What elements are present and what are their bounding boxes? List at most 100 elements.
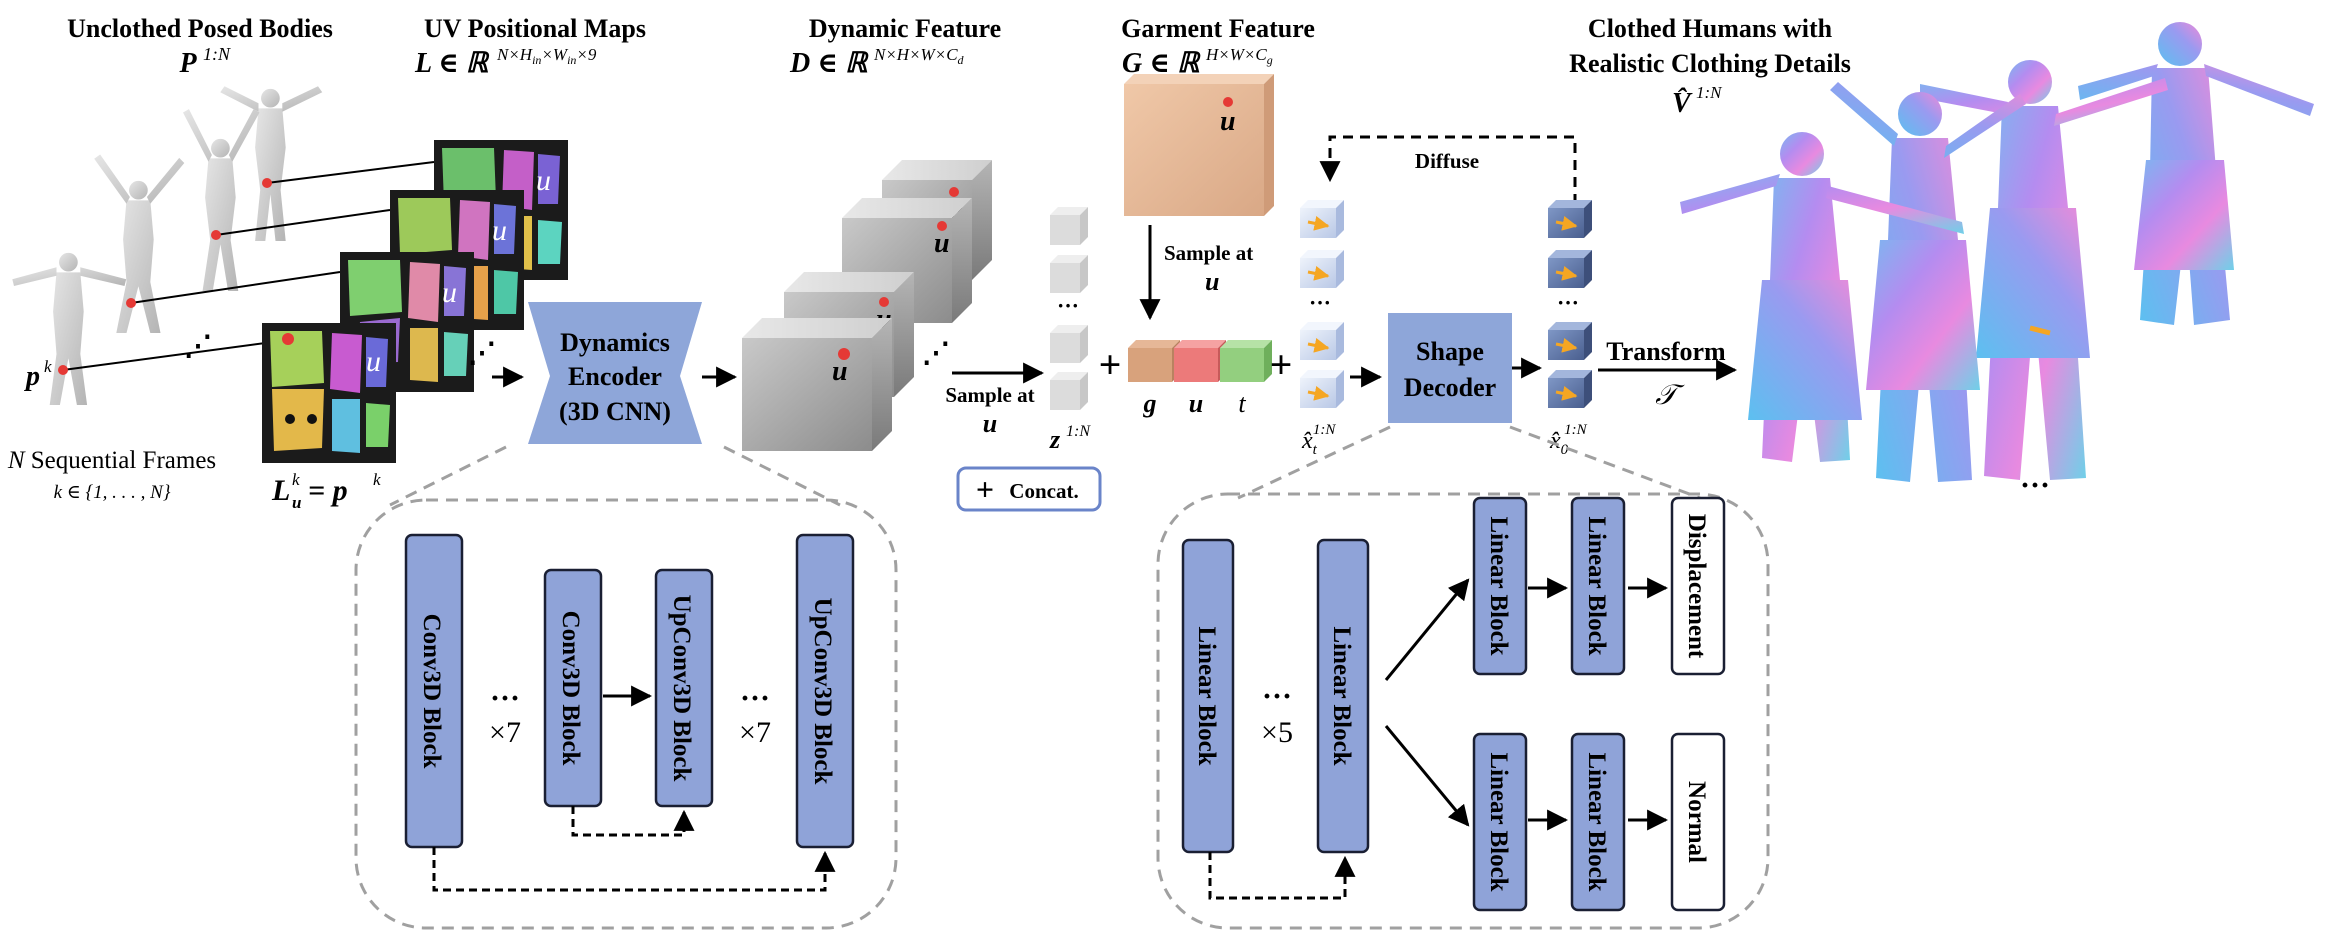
linear-block-6: Linear Block: [1570, 732, 1626, 912]
encoder-detail-border: [354, 498, 898, 930]
feature-u-label: u: [1189, 389, 1203, 418]
sample-dot: [262, 178, 272, 188]
uv-superscript: N×Hin×Win×9: [496, 45, 597, 67]
transform-symbol: 𝒯: [1655, 380, 1685, 411]
cube-ellipsis: ⋰: [922, 338, 950, 369]
svg-text:u: u: [492, 214, 507, 247]
out-title-line1: Clothed Humans with: [1588, 14, 1833, 43]
svg-text:u: u: [536, 164, 551, 197]
encoder-dots-1: ···: [490, 682, 520, 715]
dyn-superscript: N×H×W×Cd: [873, 45, 965, 67]
encoder-line3: (3D CNN): [559, 397, 671, 426]
uv-map-tile: u: [262, 323, 396, 463]
dyn-title: Dynamic Feature: [809, 14, 1001, 43]
z-superscript: 1:N: [1066, 423, 1091, 440]
linear-block-2: Linear Block: [1316, 538, 1370, 854]
decoder-box[interactable]: [1388, 313, 1512, 423]
output-normal: Normal: [1670, 732, 1726, 912]
z-cube: [1050, 207, 1088, 245]
x0-label: x̂01:N: [1549, 422, 1588, 458]
unclothed-superscript: 1:N: [203, 44, 231, 64]
feature-g-label: g: [1143, 389, 1157, 418]
diffuse-loop: [1319, 135, 1577, 204]
dynamic-feature-cubes: u u u u ⋰: [742, 160, 992, 451]
encoder-line2: Encoder: [568, 362, 662, 391]
sample-dot: [58, 365, 68, 375]
frames-ellipsis: ⋰: [184, 331, 212, 362]
sample-dot: [211, 230, 221, 240]
plus-sign: +: [1270, 342, 1293, 387]
z-cubes: ··· z 1:N: [1049, 207, 1091, 454]
feature-u: [1174, 340, 1226, 382]
uv-title: UV Positional Maps: [424, 14, 646, 43]
svg-text:Linear Block: Linear Block: [1328, 626, 1355, 765]
garm-superscript: H×W×Cg: [1205, 45, 1273, 67]
shape-decoder[interactable]: Shape Decoder: [1388, 313, 1512, 423]
z-label: z: [1049, 425, 1061, 454]
svg-text:u: u: [442, 276, 457, 309]
dyn-formula: D ∈ ℝ: [789, 48, 869, 79]
body-figure: [183, 109, 260, 291]
skip-connection: [571, 806, 695, 837]
svg-text:u: u: [366, 345, 381, 378]
svg-text:k: k: [292, 470, 300, 489]
z-cube: [1050, 255, 1088, 293]
output-displacement: Displacement: [1670, 496, 1726, 676]
link-line: [62, 339, 289, 371]
header-garment: Garment Feature G ∈ ℝ H×W×Cg: [1121, 14, 1315, 79]
z-cube: [1050, 372, 1088, 410]
feature-cube: u: [742, 318, 892, 451]
conv3d-block-1: Conv3D Block: [404, 533, 464, 849]
upconv3d-block-1: UpConv3D Block: [654, 568, 714, 808]
uv-formula: L ∈ ℝ: [414, 48, 490, 79]
pk-superscript: k: [44, 357, 52, 376]
header-uv: UV Positional Maps L ∈ ℝ N×Hin×Win×9: [414, 14, 646, 79]
unclothed-bodies: ⋰ p k N Sequential Frames k ∈ {1, . . . …: [7, 86, 435, 503]
dynamics-encoder[interactable]: Dynamics Encoder (3D CNN): [528, 302, 702, 444]
encoder-shape[interactable]: [528, 302, 702, 444]
svg-text:Linear Block: Linear Block: [1583, 752, 1610, 891]
svg-text:Conv3D Block: Conv3D Block: [418, 614, 445, 769]
garm-sample-u: u: [1205, 267, 1219, 296]
z-ellipsis: ···: [1057, 293, 1079, 318]
encoder-detail-panel: Conv3D Block ··· ×7 Conv3D Block UpConv3…: [354, 445, 898, 930]
plus-sign: +: [1099, 342, 1122, 387]
header-dynamic: Dynamic Feature D ∈ ℝ N×H×W×Cd: [789, 14, 1001, 79]
decoder-line1: Shape: [1416, 337, 1484, 366]
svg-text:u: u: [934, 228, 950, 259]
svg-text:L: L: [271, 474, 290, 507]
xt-cube: [1300, 370, 1344, 408]
decoder-times: ×5: [1261, 716, 1293, 749]
sample-dot: [126, 298, 136, 308]
svg-text:Linear Block: Linear Block: [1193, 626, 1220, 765]
link-line: [215, 209, 391, 236]
xt-cube: [1300, 322, 1344, 360]
svg-text:Normal: Normal: [1683, 781, 1710, 863]
sample-at-label: Sample at: [945, 383, 1034, 407]
svg-text:u: u: [1220, 106, 1236, 137]
linear-block-4: Linear Block: [1570, 496, 1626, 676]
svg-text:u: u: [292, 493, 301, 512]
feature-g: [1128, 340, 1180, 382]
x0-cubes: ··· x̂01:N: [1548, 200, 1592, 458]
link-line: [266, 161, 435, 184]
link-line: [130, 271, 341, 304]
decoder-line2: Decoder: [1404, 373, 1496, 402]
clothed-human: [1680, 132, 1964, 462]
garm-sample-at: Sample at: [1164, 241, 1253, 265]
diffuse-label: Diffuse: [1415, 149, 1479, 173]
upconv3d-block-2: UpConv3D Block: [795, 533, 855, 849]
clothed-human: [1920, 60, 2168, 480]
svg-text:Displacement: Displacement: [1683, 514, 1710, 659]
header-output: Clothed Humans with Realistic Clothing D…: [1569, 14, 1851, 119]
frames-label: N Sequential Frames: [7, 447, 216, 474]
unclothed-symbol: P: [178, 48, 197, 79]
arrow: [1384, 725, 1470, 827]
x0-cube: [1548, 322, 1592, 360]
transform-label: Transform: [1606, 337, 1726, 366]
xt-cube: [1300, 250, 1344, 288]
concat-legend: + Concat.: [956, 466, 1102, 512]
frames-range: k ∈ {1, . . . , N}: [54, 482, 171, 503]
encoder-times-2: ×7: [739, 716, 771, 749]
feature-t-label: t: [1238, 389, 1246, 418]
